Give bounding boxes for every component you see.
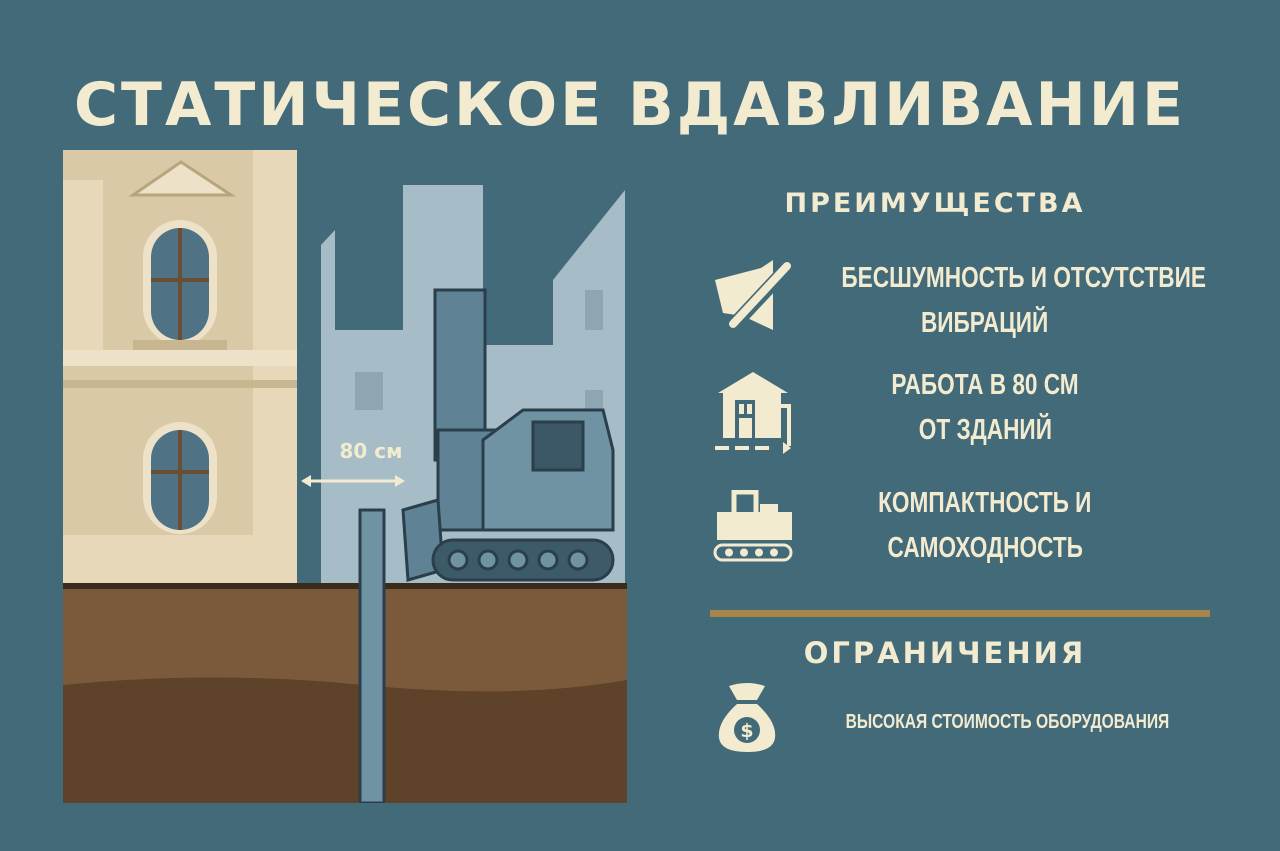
dollar-sign: $ [740,720,753,742]
page-title: СТАТИЧЕСКОЕ ВДАВЛИВАНИЕ [74,70,1186,140]
pile [358,508,386,803]
building-distance-icon [715,372,791,454]
distance-arrow [301,475,405,487]
mute-speaker-icon [715,260,793,333]
section-divider [710,610,1210,617]
advantage-item-2: РАБОТА В 80 СМ ОТ ЗДАНИЙ [891,369,1079,446]
pile-pressing-illustration: 80 см [63,150,627,803]
historic-building [63,150,297,583]
advantages-heading: ПРЕИМУЩЕСТВА [784,188,1086,219]
money-bag-icon: $ [718,683,776,752]
crawler-machine-icon [713,490,793,562]
distance-label: 80 см [340,439,403,463]
pile-press-machine [401,288,615,582]
limitations-heading: ОГРАНИЧЕНИЯ [803,636,1087,670]
advantage-item-1: БЕСШУМНОСТЬ И ОТСУТСТВИЕ ВИБРАЦИЙ [841,262,1206,339]
limitation-item-1: ВЫСОКАЯ СТОИМОСТЬ ОБОРУДОВАНИЯ [845,711,1170,733]
advantage-item-3: КОМПАКТНОСТЬ И САМОХОДНОСТЬ [878,487,1092,564]
soil [63,583,627,803]
